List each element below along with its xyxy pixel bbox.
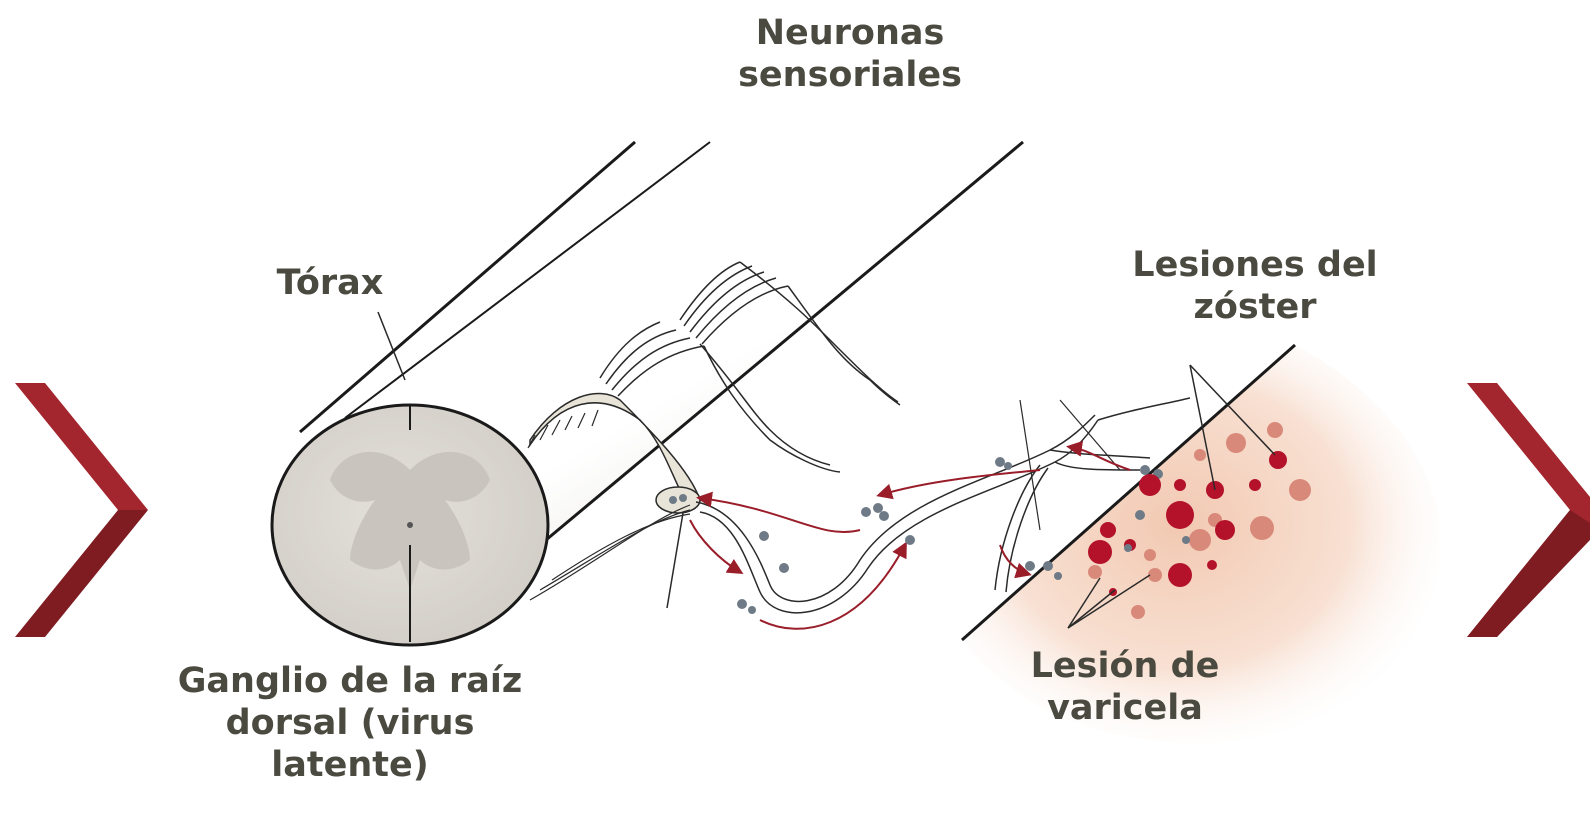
zoster-label: Lesiones del zóster: [1105, 244, 1405, 328]
ganglion-label-line1: Ganglio de la raíz: [140, 660, 560, 702]
zoster-label-line1: Lesiones del: [1105, 244, 1405, 286]
spinal-cord-section: [272, 405, 548, 645]
ganglion-label-line3: latente): [140, 744, 560, 786]
neurons-label-line1: Neuronas: [700, 12, 1000, 54]
chevron-right-icon: [1467, 383, 1590, 637]
chevron-left-icon: [15, 383, 148, 637]
prev-arrow[interactable]: [15, 383, 148, 637]
neurons-label: Neuronas sensoriales: [700, 12, 1000, 96]
ganglion-label: Ganglio de la raíz dorsal (virus latente…: [140, 660, 560, 786]
next-arrow[interactable]: [1467, 383, 1590, 637]
thorax-label-text: Tórax: [240, 262, 420, 304]
varicella-label-line2: varicela: [1000, 687, 1250, 729]
thorax-label: Tórax: [240, 262, 420, 304]
zoster-label-line2: zóster: [1105, 286, 1405, 328]
varicella-label-line1: Lesión de: [1000, 645, 1250, 687]
neurons-label-line2: sensoriales: [700, 54, 1000, 96]
varicella-label: Lesión de varicela: [1000, 645, 1250, 729]
ganglion-label-line2: dorsal (virus: [140, 702, 560, 744]
